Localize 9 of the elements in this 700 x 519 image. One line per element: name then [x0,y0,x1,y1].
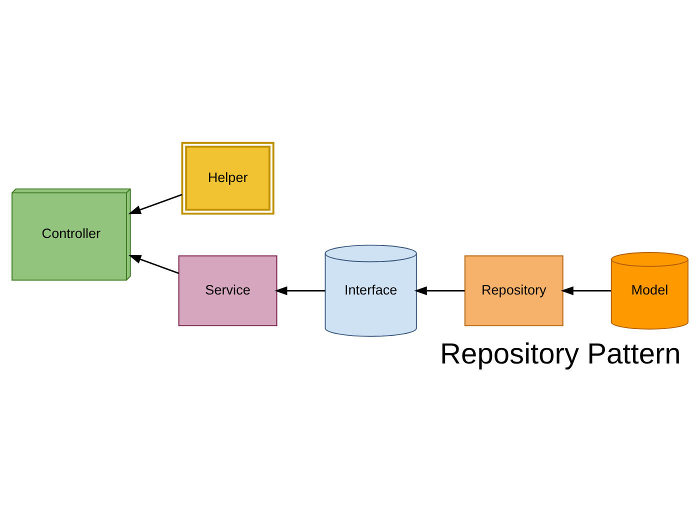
diagram-title: Repository Pattern [440,338,681,371]
node-box: Repository [464,255,564,326]
node-box: Helper [181,142,274,215]
arrow [274,286,326,296]
arrow [560,286,612,296]
arrow [128,255,179,274]
arrow [414,286,465,296]
node-box: Service [178,255,278,326]
arrow [128,194,182,214]
